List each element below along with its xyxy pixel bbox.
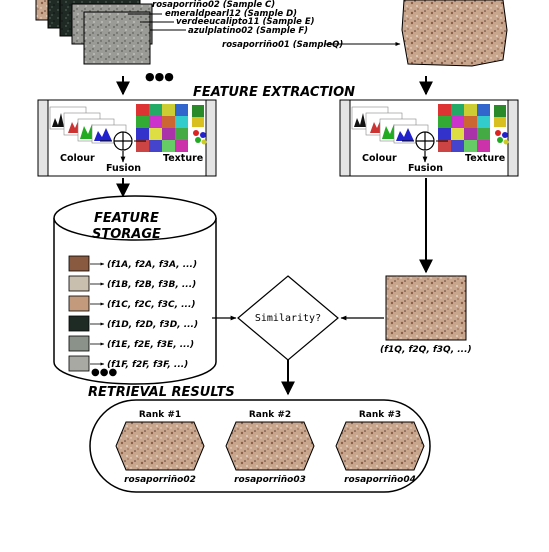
result-rank: Rank #3 bbox=[359, 410, 401, 420]
storage-row-swatch bbox=[68, 295, 90, 312]
result-rank: Rank #2 bbox=[249, 410, 291, 420]
colour-label-right: Colour bbox=[362, 153, 397, 164]
texture-side-icons bbox=[192, 105, 207, 145]
similarity-label: Similarity? bbox=[255, 313, 321, 324]
fusion-operator-icon bbox=[100, 131, 146, 151]
texture-matrix-icon bbox=[136, 104, 188, 152]
colour-label-left: Colour bbox=[60, 153, 95, 164]
result-image[interactable] bbox=[115, 421, 205, 471]
storage-row-vector: (f1A, f2A, f3A, ...) bbox=[107, 260, 197, 270]
storage-rows: (f1A, f2A, f3A, ...) (f1B, f2B, f3B, ...)… bbox=[68, 255, 198, 372]
retrieval-title: RETRIEVAL RESULTS bbox=[88, 385, 235, 400]
feature-extraction-title: FEATURE EXTRACTION bbox=[193, 85, 355, 100]
result-item[interactable]: Rank #1 rosaporriño02 bbox=[115, 410, 205, 485]
storage-row-vector: (f1B, f2B, f3B, ...) bbox=[107, 280, 196, 290]
colour-histogram-icon bbox=[351, 106, 429, 144]
storage-row-vector: (f1E, f2E, f3E, ...) bbox=[107, 340, 194, 350]
texture-side-icons bbox=[494, 105, 509, 145]
result-rank: Rank #1 bbox=[139, 410, 181, 420]
storage-row-swatch bbox=[68, 275, 90, 292]
storage-title-line1: FEATURE bbox=[94, 211, 159, 226]
storage-row: (f1A, f2A, f3A, ...) bbox=[68, 255, 197, 272]
sample-d-label: emeraldpearl12 (Sample D) bbox=[165, 9, 297, 19]
storage-row-swatch bbox=[68, 255, 90, 272]
fusion-label-left: Fusion bbox=[106, 163, 141, 174]
storage-row-swatch bbox=[68, 315, 90, 332]
storage-row: (f1E, f2E, f3E, ...) bbox=[68, 335, 194, 352]
texture-label-left: Texture bbox=[163, 153, 203, 164]
sample-stack bbox=[35, 0, 153, 65]
result-item[interactable]: Rank #3 rosaporriño04 bbox=[335, 410, 425, 485]
fusion-operator-icon bbox=[402, 131, 448, 151]
query-sample-label: rosaporriño01 (SampleQ) bbox=[222, 40, 343, 50]
result-items: Rank #1 rosaporriño02 Rank #2 rosaporriño03… bbox=[115, 410, 425, 485]
sample-c-label: rosaporriño02 (Sample C) bbox=[152, 0, 275, 10]
result-image[interactable] bbox=[225, 421, 315, 471]
storage-title-line2: STORAGE bbox=[92, 227, 161, 242]
result-name: rosaporriño03 bbox=[234, 475, 306, 485]
storage-ellipsis: ●●● bbox=[91, 367, 117, 378]
feature-storage-cylinder bbox=[53, 195, 217, 385]
storage-row-swatch bbox=[68, 355, 90, 372]
extraction-box-right bbox=[339, 99, 519, 177]
query-feature-vector: (f1Q, f2Q, f3Q, ...) bbox=[380, 345, 472, 355]
storage-row-swatch bbox=[68, 335, 90, 352]
result-name: rosaporriño02 bbox=[124, 475, 196, 485]
storage-row: (f1B, f2B, f3B, ...) bbox=[68, 275, 196, 292]
extraction-box-left bbox=[37, 99, 217, 177]
texture-label-right: Texture bbox=[465, 153, 505, 164]
storage-row-vector: (f1F, f2F, f3F, ...) bbox=[107, 360, 188, 370]
sample-e-label: verdeeucalipto11 (Sample E) bbox=[176, 17, 315, 27]
query-sample-image bbox=[401, 0, 508, 67]
storage-row-vector: (f1C, f2C, f3C, ...) bbox=[107, 300, 196, 310]
result-image[interactable] bbox=[335, 421, 425, 471]
sample-f-label: azulplatino02 (Sample F) bbox=[188, 26, 308, 36]
storage-row: (f1F, f2F, f3F, ...) bbox=[68, 355, 188, 372]
storage-row: (f1D, f2D, f3D, ...) bbox=[68, 315, 198, 332]
result-item[interactable]: Rank #2 rosaporriño03 bbox=[225, 410, 315, 485]
result-name: rosaporriño04 bbox=[344, 475, 416, 485]
sample-label-lines bbox=[116, 3, 186, 31]
query-feature-sample bbox=[385, 275, 467, 341]
texture-matrix-icon bbox=[438, 104, 490, 152]
colour-histogram-icon bbox=[49, 106, 127, 144]
storage-row: (f1C, f2C, f3C, ...) bbox=[68, 295, 196, 312]
fusion-label-right: Fusion bbox=[408, 163, 443, 174]
sample-ellipsis: ●●● bbox=[145, 70, 174, 83]
storage-row-vector: (f1D, f2D, f3D, ...) bbox=[107, 320, 198, 330]
